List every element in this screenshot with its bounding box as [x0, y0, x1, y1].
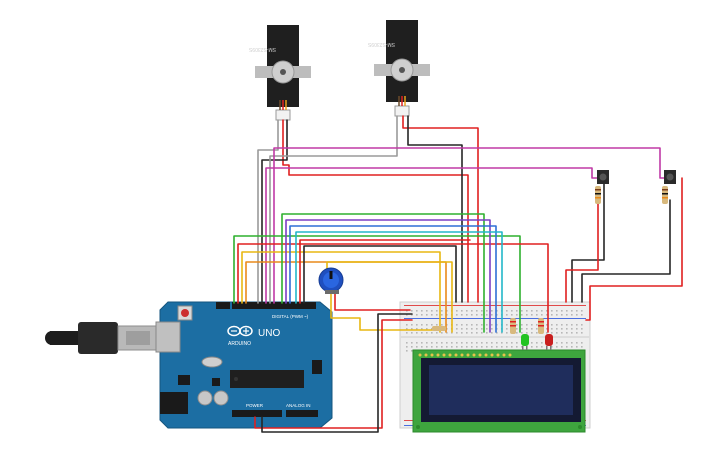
digital-header-label: DIGITAL (PWM ~): [272, 314, 309, 319]
servo-icon: SM-S2309S: [367, 20, 430, 117]
resistor-icon: [595, 186, 601, 204]
usb-cable-icon: [45, 322, 159, 354]
arduino-logo-icon: [227, 325, 253, 337]
servo-1-label: SM-S2309S: [248, 46, 276, 52]
pushbutton-icon: [597, 170, 609, 184]
resistor-icon: [432, 326, 446, 331]
servo-2-label: SM-S2309S: [367, 41, 395, 47]
lcd-icon: [412, 349, 586, 433]
led-icon: [545, 334, 553, 350]
wires: [233, 115, 683, 433]
servo-leads: [279, 96, 406, 110]
power-header-label: POWER: [246, 403, 264, 408]
resistor-icon: [538, 318, 544, 334]
led-icon: [521, 334, 529, 350]
servo-icon: SM-S2309S: [248, 25, 311, 121]
board-brand: UNO: [258, 328, 280, 339]
potentiometer-icon: [318, 267, 344, 294]
resistor-icon: [510, 318, 516, 334]
analog-header-label: ANALOG IN: [286, 403, 311, 408]
pushbutton-icon: [664, 170, 676, 184]
board-logo-text: ARDUINO: [228, 341, 251, 347]
arduino-uno-board: UNO ARDUINO DIGITAL (PWM ~) POWER ANALOG…: [155, 301, 333, 429]
resistor-icon: [662, 186, 668, 204]
